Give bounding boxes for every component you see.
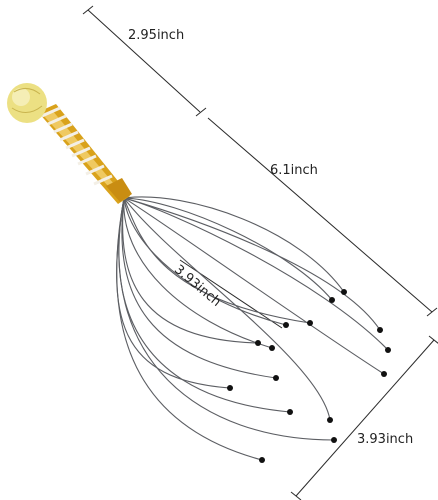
wire-tips — [227, 289, 391, 463]
massager-handle — [38, 104, 132, 204]
dimension-label-total: 6.1inch — [270, 163, 318, 178]
massager-wires — [116, 196, 389, 461]
handle-wrap — [41, 106, 113, 186]
dimension-label-bottom: 3.93inch — [357, 432, 414, 447]
dimension-tick-top-end — [195, 107, 207, 117]
dimension-line-bottom — [295, 339, 435, 497]
dimension-label-top: 2.95inch — [128, 28, 185, 43]
dimension-tick-bottom-start — [428, 335, 438, 344]
massager-ball-top — [7, 83, 47, 123]
dimension-tick-top-start — [82, 5, 94, 15]
dimension-tick-bottom-end — [290, 491, 302, 500]
dimension-tick-total-end — [426, 307, 438, 317]
dimension-line-top — [87, 9, 201, 113]
dimension-line-total — [207, 117, 433, 313]
